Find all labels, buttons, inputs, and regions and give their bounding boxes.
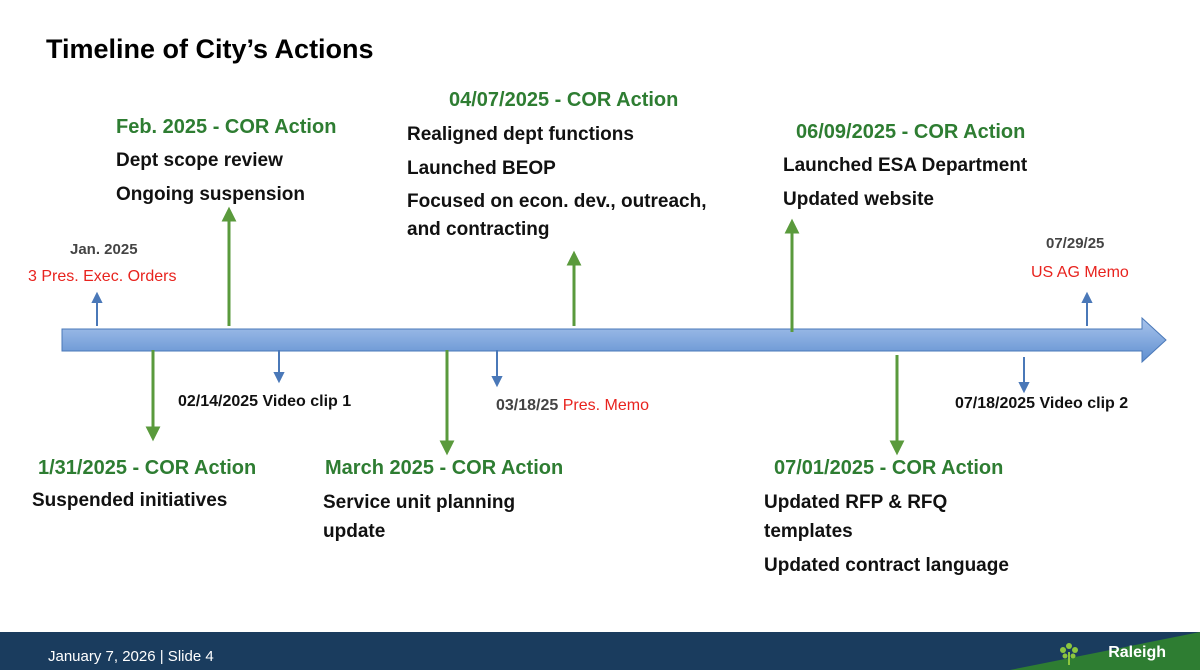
apr2025-header: 04/07/2025 - COR Action — [449, 89, 679, 111]
mar2025-lines: Service unit planning update — [323, 488, 515, 546]
footer-accent — [1010, 632, 1200, 670]
jun2025-lines: Launched ESA Department Updated website — [783, 149, 1027, 217]
video-clip-1: 02/14/2025 Video clip 1 — [178, 393, 352, 410]
footer-text: January 7, 2026 | Slide 4 — [48, 648, 214, 665]
feb2025-lines: Dept scope review Ongoing suspension — [116, 144, 305, 212]
jul01-lines: Updated RFP & RFQ templates Updated cont… — [764, 488, 1009, 580]
mar2025-line: Service unit planning — [323, 492, 516, 513]
video-clip-2: 07/18/2025 Video clip 2 — [955, 395, 1129, 412]
apr2025-line: Launched BEOP — [407, 158, 556, 179]
jan2025-desc: 3 Pres. Exec. Orders — [28, 268, 177, 285]
jun2025-line: Updated website — [783, 189, 934, 210]
feb2025-line: Dept scope review — [116, 150, 283, 171]
jul01-header: 07/01/2025 - COR Action — [774, 457, 1004, 479]
tree-logo-icon — [1060, 643, 1078, 665]
jan31-header: 1/31/2025 - COR Action — [38, 457, 257, 479]
apr2025-line: and contracting — [407, 219, 550, 240]
jan31-line: Suspended initiatives — [32, 490, 228, 511]
jul01-line: Updated RFP & RFQ — [764, 492, 948, 513]
feb2025-line: Ongoing suspension — [116, 184, 305, 205]
mar2025-header: March 2025 - COR Action — [325, 457, 564, 479]
apr2025-line: Realigned dept functions — [407, 124, 634, 145]
raleigh-logo: Raleigh — [1108, 644, 1166, 661]
slide-title: Timeline of City’s Actions — [46, 34, 374, 64]
pres-memo-date: 03/18/25 — [496, 397, 559, 414]
jul29-desc: US AG Memo — [1031, 264, 1129, 281]
slide-footer: January 7, 2026 | Slide 4 Raleigh — [0, 632, 1200, 670]
apr2025-line: Focused on econ. dev., outreach, — [407, 191, 707, 212]
jul29-date: 07/29/25 — [1046, 235, 1105, 252]
pres-memo-desc: Pres. Memo — [562, 397, 649, 414]
timeline-arrow — [61, 316, 1167, 364]
apr2025-lines: Realigned dept functions Launched BEOP F… — [407, 120, 706, 244]
jun2025-header: 06/09/2025 - COR Action — [796, 121, 1026, 143]
jan2025-date: Jan. 2025 — [70, 241, 138, 258]
mar2025-line: update — [323, 521, 386, 542]
jun2025-line: Launched ESA Department — [783, 155, 1028, 176]
pres-memo: 03/18/25 Pres. Memo — [496, 397, 649, 415]
jul01-line: templates — [764, 521, 853, 542]
jul01-line: Updated contract language — [764, 555, 1009, 576]
feb2025-header: Feb. 2025 - COR Action — [116, 116, 337, 138]
